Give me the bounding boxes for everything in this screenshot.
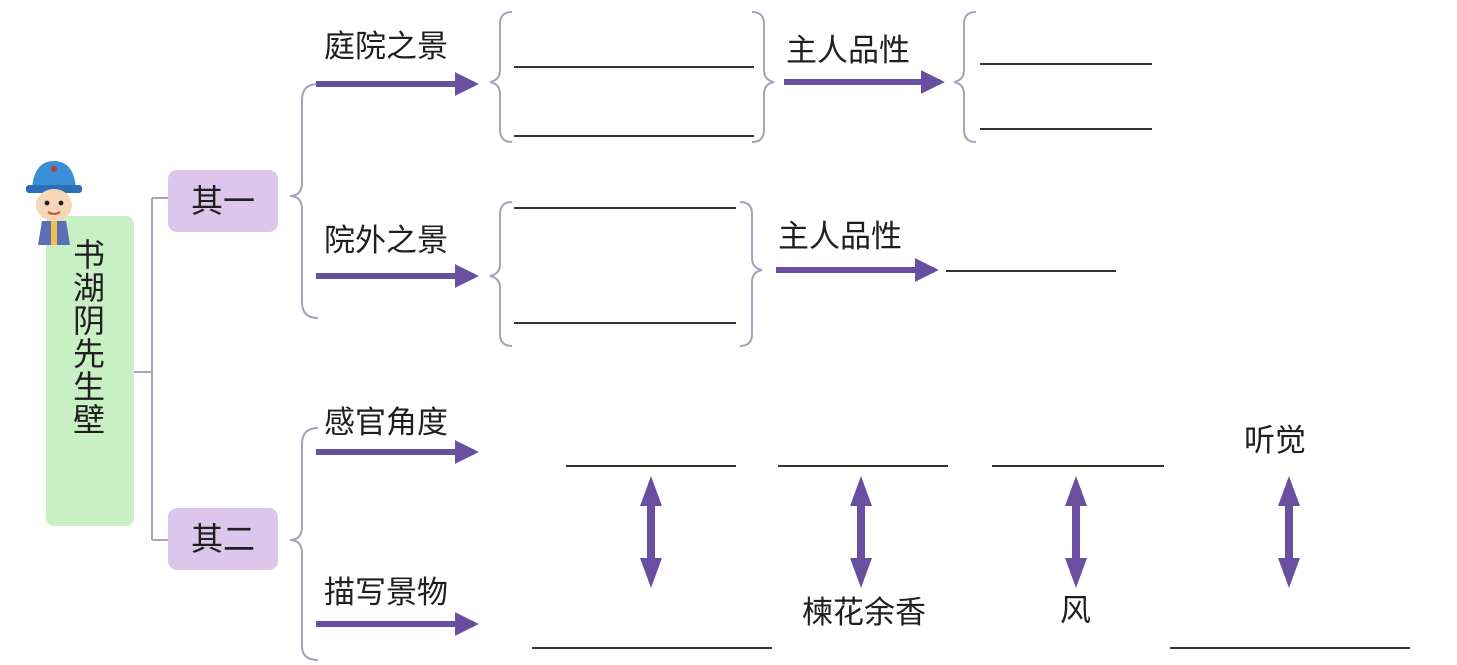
courtyard-trait-label: 主人品性 [786,33,910,69]
outside-label: 院外之景 [324,223,448,259]
blank-lines [514,63,1410,649]
scenery-label: 描写景物 [324,575,448,611]
outside-brace-right [739,201,763,347]
trait-brace [953,11,977,143]
branch-two: 其二 [168,508,278,570]
double-arrows [640,476,1300,588]
senses-label: 感官角度 [324,405,448,441]
scholar-boy-icon [26,161,82,245]
outside-trait-label: 主人品性 [778,219,902,255]
scent-label: 楝花余香 [802,595,926,631]
branch1-brace [289,83,319,319]
outside-brace [489,201,513,347]
wind-label: 风 [1060,593,1091,629]
double-arrow-4 [1278,476,1300,588]
double-arrow-1 [640,476,662,588]
courtyard-brace [489,11,513,143]
double-arrow-2 [850,476,872,588]
root-title: 书湖阴先生壁 [68,238,106,436]
courtyard-brace-right [751,11,775,143]
root-bracket [134,197,168,541]
branch2-brace [289,427,319,661]
courtyard-label: 庭院之景 [324,29,448,65]
hearing-label: 听觉 [1244,423,1306,459]
branch-one: 其一 [168,170,278,232]
root-node [46,216,134,526]
double-arrow-3 [1065,476,1087,588]
